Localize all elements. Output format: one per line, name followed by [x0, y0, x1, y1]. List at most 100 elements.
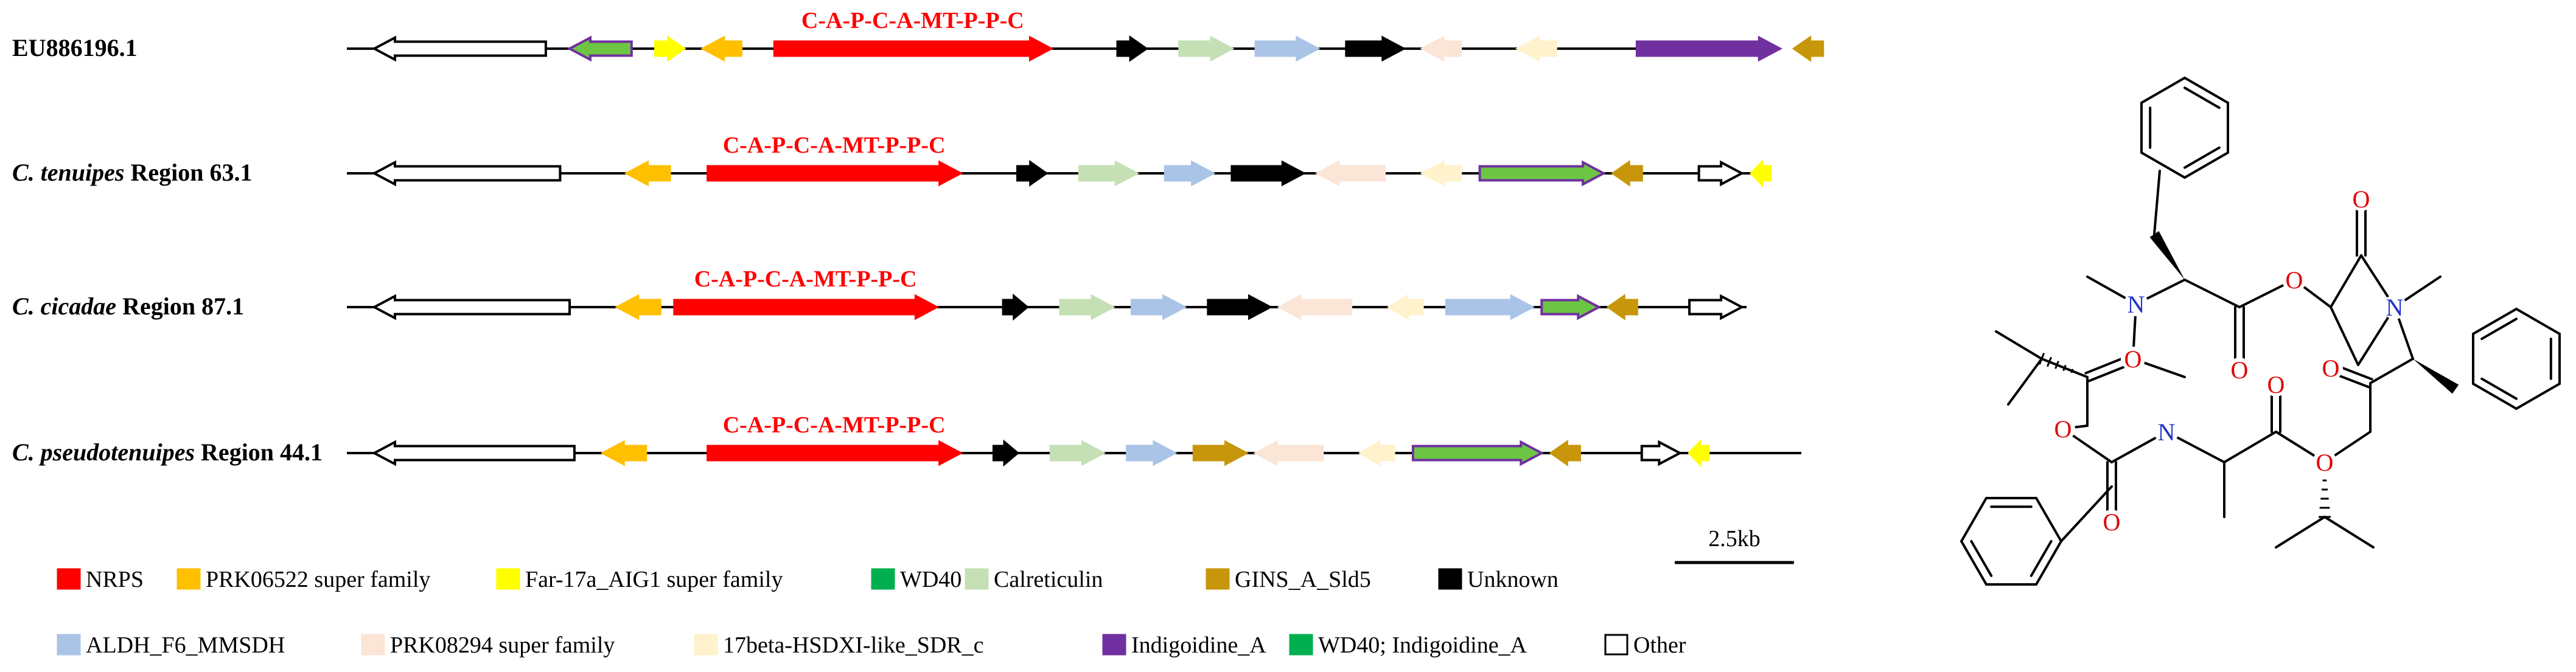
cluster-row: C. pseudotenuipes Region 44.1 C-A-P-C-A-M…: [12, 412, 1801, 467]
scale-bar-label: 2.5kb: [1708, 526, 1761, 552]
gene-arrow: [1635, 35, 1783, 62]
bond: [2330, 306, 2359, 366]
bond: [2140, 77, 2186, 104]
wedge-bond: [2149, 231, 2185, 280]
gene-arrow: [1478, 160, 1607, 187]
bond: [1995, 330, 2043, 360]
region-name: Region 44.1: [195, 438, 323, 466]
gene-arrow: [371, 440, 576, 466]
gene-arrow: [1611, 160, 1643, 187]
bond: [2471, 383, 2518, 410]
gene-arrow: [1792, 35, 1824, 62]
legend-label: GINS_A_Sld5: [1235, 567, 1371, 592]
species-name: C. pseudotenuipes: [12, 438, 195, 466]
gene-arrow: [1277, 294, 1353, 320]
gene-arrow: [1016, 160, 1049, 187]
gene-arrow: [773, 35, 1054, 62]
atom-mask: [2154, 420, 2179, 444]
gene-arrow: [1750, 159, 1772, 187]
legend-swatch: [176, 568, 201, 590]
legend-item: ALDH_F6_MMSDH: [57, 632, 285, 658]
oxygen-atom: O: [2267, 371, 2285, 398]
gene-arrow: [1549, 440, 1581, 466]
legend-swatch: [1438, 568, 1462, 590]
hashed-bond: [2078, 372, 2081, 376]
cluster-row: EU886196.1C-A-P-C-A-MT-P-P-C: [12, 8, 1824, 62]
legend-item: Calreticulin: [965, 567, 1103, 592]
legend-item: Other: [1604, 632, 1686, 658]
bond: [2480, 377, 2518, 400]
atom-mask: [2282, 268, 2306, 292]
legend-item: Far-17a_AIG1 super family: [496, 567, 783, 592]
region-name: Region 87.1: [116, 293, 244, 320]
gene-arrow: [371, 160, 562, 187]
oxygen-atom: O: [2316, 449, 2334, 476]
gene-arrow: [1445, 294, 1535, 320]
gene-arrow: [1386, 294, 1424, 320]
legend-item: NRPS: [57, 567, 144, 592]
species-name: C. tenuipes: [12, 159, 124, 186]
bond: [2035, 496, 2062, 542]
cluster-label: C. tenuipes Region 63.1: [12, 159, 252, 186]
gene-arrow: [1640, 440, 1683, 466]
gene-arrow: [707, 440, 963, 466]
legend-swatch: [57, 634, 81, 656]
nitrogen-atom: N: [2127, 291, 2145, 318]
legend-label: Calreticulin: [994, 567, 1103, 592]
gene-arrow: [992, 439, 1020, 467]
gene-arrow: [1254, 35, 1321, 62]
legend-label: PRK08294 super family: [390, 632, 615, 658]
atom-mask: [2312, 450, 2337, 474]
legend-item: PRK06522 super family: [176, 567, 430, 592]
atom-mask: [2121, 347, 2145, 371]
bond: [2515, 308, 2561, 335]
nitrogen-atom: N: [2158, 418, 2176, 446]
bond: [2275, 516, 2326, 549]
nrps-domain-label: C-A-P-C-A-MT-P-P-C: [723, 412, 946, 438]
legend-label: Unknown: [1467, 567, 1559, 592]
gene-arrow: [371, 35, 547, 62]
legend-label: Other: [1633, 632, 1686, 658]
legend-swatch: [694, 634, 718, 656]
hashed-bond: [2062, 364, 2067, 372]
bond: [2223, 431, 2277, 463]
bond: [1960, 496, 1988, 542]
gene-arrow: [700, 35, 742, 62]
legend-item: PRK08294 super family: [361, 632, 615, 658]
gene-arrow: [1049, 440, 1106, 466]
bond: [2183, 77, 2230, 104]
nitrogen-atom: N: [2386, 294, 2404, 321]
gene-arrow: [1253, 440, 1324, 466]
gene-arrow: [1002, 293, 1029, 321]
legend-label: WD40; Indigoidine_A: [1318, 632, 1527, 658]
bond: [2330, 254, 2362, 308]
legend-label: PRK06522 super family: [206, 567, 430, 592]
atom-mask: [2264, 372, 2288, 397]
legend-label: ALDH_F6_MMSDH: [86, 632, 285, 658]
gene-arrow: [1207, 294, 1273, 320]
oxygen-atom: O: [2322, 355, 2340, 382]
gene-arrow: [1126, 440, 1178, 466]
legend-label: WD40: [900, 567, 962, 592]
hashed-bond: [2070, 369, 2074, 373]
gene-arrow: [1230, 160, 1307, 187]
legend-item: WD40: [871, 567, 962, 592]
legend-swatch: [1102, 634, 1126, 656]
gene-arrow: [707, 160, 963, 187]
gene-arrow: [1192, 440, 1249, 466]
bond: [1960, 540, 1988, 586]
atom-mask: [2051, 417, 2075, 441]
legend-swatch: [1206, 568, 1230, 590]
bond: [2035, 540, 2062, 586]
gene-arrow: [1164, 160, 1216, 187]
legend-swatch: [361, 634, 385, 656]
gene-arrow: [1178, 35, 1235, 62]
gene-clusters: EU886196.1C-A-P-C-A-MT-P-P-C C. tenuipes …: [12, 8, 1824, 467]
legend: NRPS PRK06522 super family Far-17a_AIG1 su…: [57, 567, 1686, 658]
oxygen-atom: O: [2054, 415, 2072, 443]
gene-arrow: [1345, 35, 1406, 62]
legend-item: WD40; Indigoidine_A: [1289, 632, 1527, 658]
bond: [2471, 308, 2518, 335]
